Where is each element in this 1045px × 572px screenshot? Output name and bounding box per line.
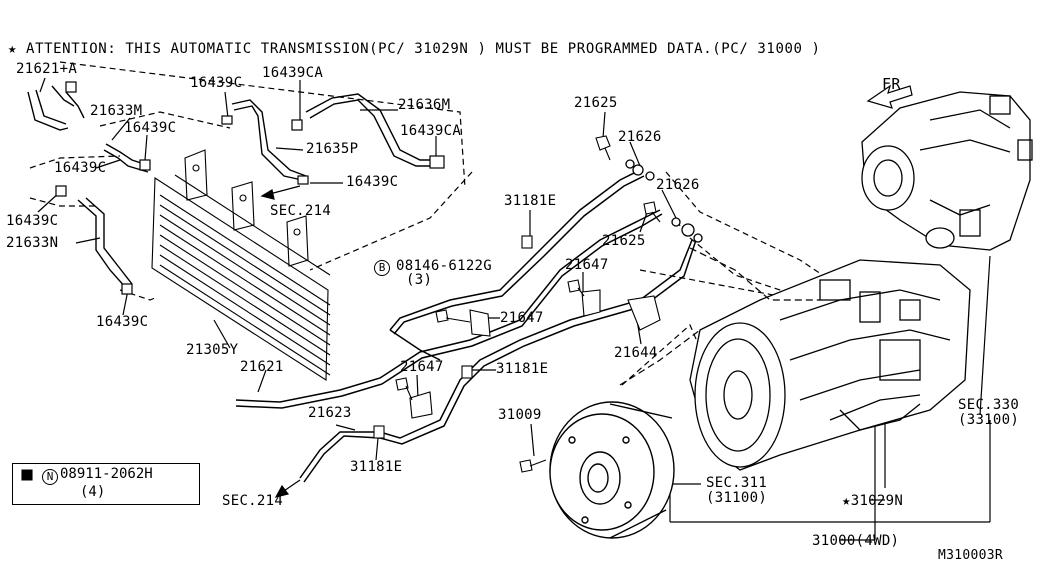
section-ref-214: SEC.214	[270, 203, 332, 219]
bolt-symbol-b: B	[374, 260, 390, 276]
part-label-16439ca: 16439CA	[262, 65, 324, 81]
section-ref-311-sub: (31100)	[706, 490, 768, 506]
part-label-31029n: ★31029N	[842, 493, 904, 509]
part-label-31181e: 31181E	[504, 193, 557, 209]
legend-part-number: 08911-2062H	[60, 466, 153, 482]
part-label-16439ca: 16439CA	[400, 123, 462, 139]
part-label-21647: 21647	[500, 310, 544, 326]
direction-label: FR	[882, 75, 901, 93]
part-label-21633n: 21633N	[6, 235, 59, 251]
part-label-21635p: 21635P	[306, 141, 359, 157]
part-label-21621a: 21621+A	[16, 61, 78, 77]
part-label-16439c: 16439C	[96, 314, 149, 330]
nut-symbol-n: N	[42, 469, 58, 485]
part-label-31000: 31000(4WD)	[812, 533, 900, 549]
part-label-21633m: 21633M	[90, 103, 143, 119]
part-label-21644: 21644	[614, 345, 658, 361]
part-label-16439c: 16439C	[346, 174, 399, 190]
part-label-16439c: 16439C	[124, 120, 177, 136]
diagram-code: M310003R	[938, 548, 1004, 563]
legend-quantity: (4)	[80, 484, 106, 500]
part-label-16439c: 16439C	[190, 75, 243, 91]
attention-note: ★ ATTENTION: THIS AUTOMATIC TRANSMISSION…	[8, 41, 821, 57]
part-label-21647: 21647	[400, 359, 444, 375]
part-label-21621: 21621	[240, 359, 284, 375]
part-label-21647: 21647	[565, 257, 609, 273]
part-label-21626: 21626	[656, 177, 700, 193]
section-ref-330: SEC.330	[958, 397, 1020, 413]
section-ref-330-sub: (33100)	[958, 412, 1020, 428]
part-label-21625: 21625	[602, 233, 646, 249]
part-label-21636m: 21636M	[398, 97, 451, 113]
part-label-21623: 21623	[308, 405, 352, 421]
section-ref-311: SEC.311	[706, 475, 768, 491]
bolt-quantity: (3)	[406, 272, 433, 288]
part-label-31181e: 31181E	[496, 361, 549, 377]
part-label-31009: 31009	[498, 407, 542, 423]
section-ref-214: SEC.214	[222, 493, 284, 509]
legend-box	[12, 463, 200, 505]
part-label-16439c: 16439C	[6, 213, 59, 229]
part-label-31181e: 31181E	[350, 459, 403, 475]
part-label-21625: 21625	[574, 95, 618, 111]
part-label-21305y: 21305Y	[186, 342, 239, 358]
part-label-21626: 21626	[618, 129, 662, 145]
part-label-16439c: 16439C	[54, 160, 107, 176]
bolt-part-number: 08146-6122G	[396, 258, 493, 274]
